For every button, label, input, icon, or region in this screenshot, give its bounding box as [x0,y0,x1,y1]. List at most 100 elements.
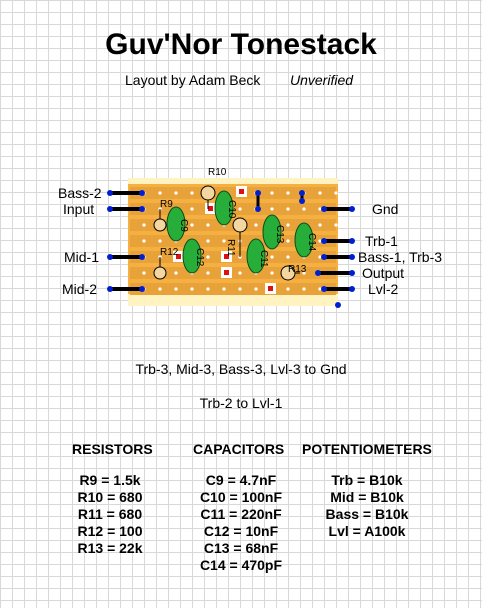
resistors-heading: RESISTORS [72,441,153,457]
capacitor-c14 [294,222,314,258]
capacitor-c10 [214,190,234,226]
board-hole [318,191,322,195]
capacitor-item: C12 = 10nF [203,523,279,539]
resistor-item: R11 = 680 [77,506,143,522]
pin-label-mid-1: Mid-1 [64,249,100,265]
board-hole [222,239,226,243]
page-title: Guv'Nor Tonestack [105,28,377,61]
capacitor-item: C11 = 220nF [200,506,282,522]
board-hole [206,271,210,275]
label-r9: R9 [160,199,173,210]
label-c14: C14 [306,233,317,252]
label-r12: R12 [160,247,179,258]
label-r11: R11 [225,239,236,257]
board-hole [286,255,290,259]
board-hole [334,191,338,195]
resistor-r13 [280,265,300,281]
label-r10: R10 [208,167,227,178]
potentiometer-item: Mid = B10k [330,489,404,505]
potentiometer-item: Bass = B10k [325,506,409,522]
pin-label-input: Input [63,201,95,217]
track-cut [236,186,247,197]
board-hole [174,191,178,195]
board-hole [286,191,290,195]
pin-label-trb-1: Trb-1 [365,233,398,249]
pin-label-gnd: Gnd [372,201,399,217]
board-hole [286,207,290,211]
board-hole [206,255,210,259]
track-cut [265,283,276,294]
board-hole [142,271,146,275]
resistor-item: R10 = 680 [77,489,143,505]
track-cut [221,251,232,262]
board-hole [222,287,226,291]
verification-status: Unverified [290,72,354,88]
board-hole [270,255,274,259]
board-hole [302,207,306,211]
board-hole [238,287,242,291]
author-credit: Layout by Adam Beck [125,72,261,88]
capacitor-item: C10 = 100nF [199,489,283,505]
board-hole [302,271,306,275]
track-cut [205,203,216,214]
board-hole [190,191,194,195]
label-c9: C9 [178,219,189,232]
board-hole [286,239,290,243]
label-c11: C11 [258,250,269,268]
potentiometers-heading: POTENTIOMETERS [302,441,432,457]
board-hole [190,223,194,227]
potentiometer-list: Trb = B10k Mid = B10k Bass = B10k Lvl = … [312,472,422,540]
pin-label-bass-1-trb-3: Bass-1, Trb-3 [358,249,443,265]
resistor-item: R9 = 1.5k [79,472,141,488]
board-hole [206,223,210,227]
wire-end-pads [107,190,355,308]
board-hole [334,223,338,227]
wiring-note-treble-level: Trb-2 to Lvl-1 [199,395,283,411]
capacitor-item: C13 = 68nF [203,540,279,556]
board-hole [206,287,210,291]
capacitor-c12 [182,238,202,274]
board-hole [190,207,194,211]
board-hole [270,191,274,195]
board-hole [174,287,178,291]
label-c13: C13 [274,225,285,244]
board-hole [318,207,322,211]
resistor-r12 [153,257,167,280]
resistors [153,185,300,281]
capacitor-list: C9 = 4.7nF C10 = 100nF C11 = 220nF C12 =… [186,472,296,574]
board-hole [254,287,258,291]
board-hole [238,271,242,275]
board-hole [158,239,162,243]
track-cut [221,267,232,278]
board-hole [190,287,194,291]
board-hole [158,287,162,291]
resistor-r10 [200,185,216,209]
board-hole [254,223,258,227]
label-c12: C12 [194,248,205,267]
capacitor-c13 [262,214,282,250]
pin-label-output: Output [362,265,405,281]
board-hole [318,287,322,291]
resistor-r11 [232,217,248,257]
capacitor-c9 [166,206,186,242]
copper-strip [130,187,336,199]
label-r13: R13 [288,264,307,275]
board-hole [270,271,274,275]
board-hole [286,223,290,227]
board-hole [270,207,274,211]
capacitors-heading: CAPACITORS [193,441,285,457]
stripboard-layout: R9 R10 R11 R12 R13 C9 C10 C11 C12 C13 C1… [107,167,355,308]
capacitor-item: C14 = 470pF [199,557,283,573]
track-cut [173,251,184,262]
potentiometer-item: Trb = B10k [331,472,403,488]
label-c10: C10 [226,200,237,219]
board-hole [174,271,178,275]
pin-label-lvl-2: Lvl-2 [368,281,399,297]
wiring-note-ground: Trb-3, Mid-3, Bass-3, Lvl-3 to Gnd [135,361,347,377]
board-hole [158,191,162,195]
board-hole [206,239,210,243]
board-hole [142,239,146,243]
board-hole [286,287,290,291]
track-cuts [173,186,276,294]
resistor-item: R12 = 100 [77,523,143,539]
